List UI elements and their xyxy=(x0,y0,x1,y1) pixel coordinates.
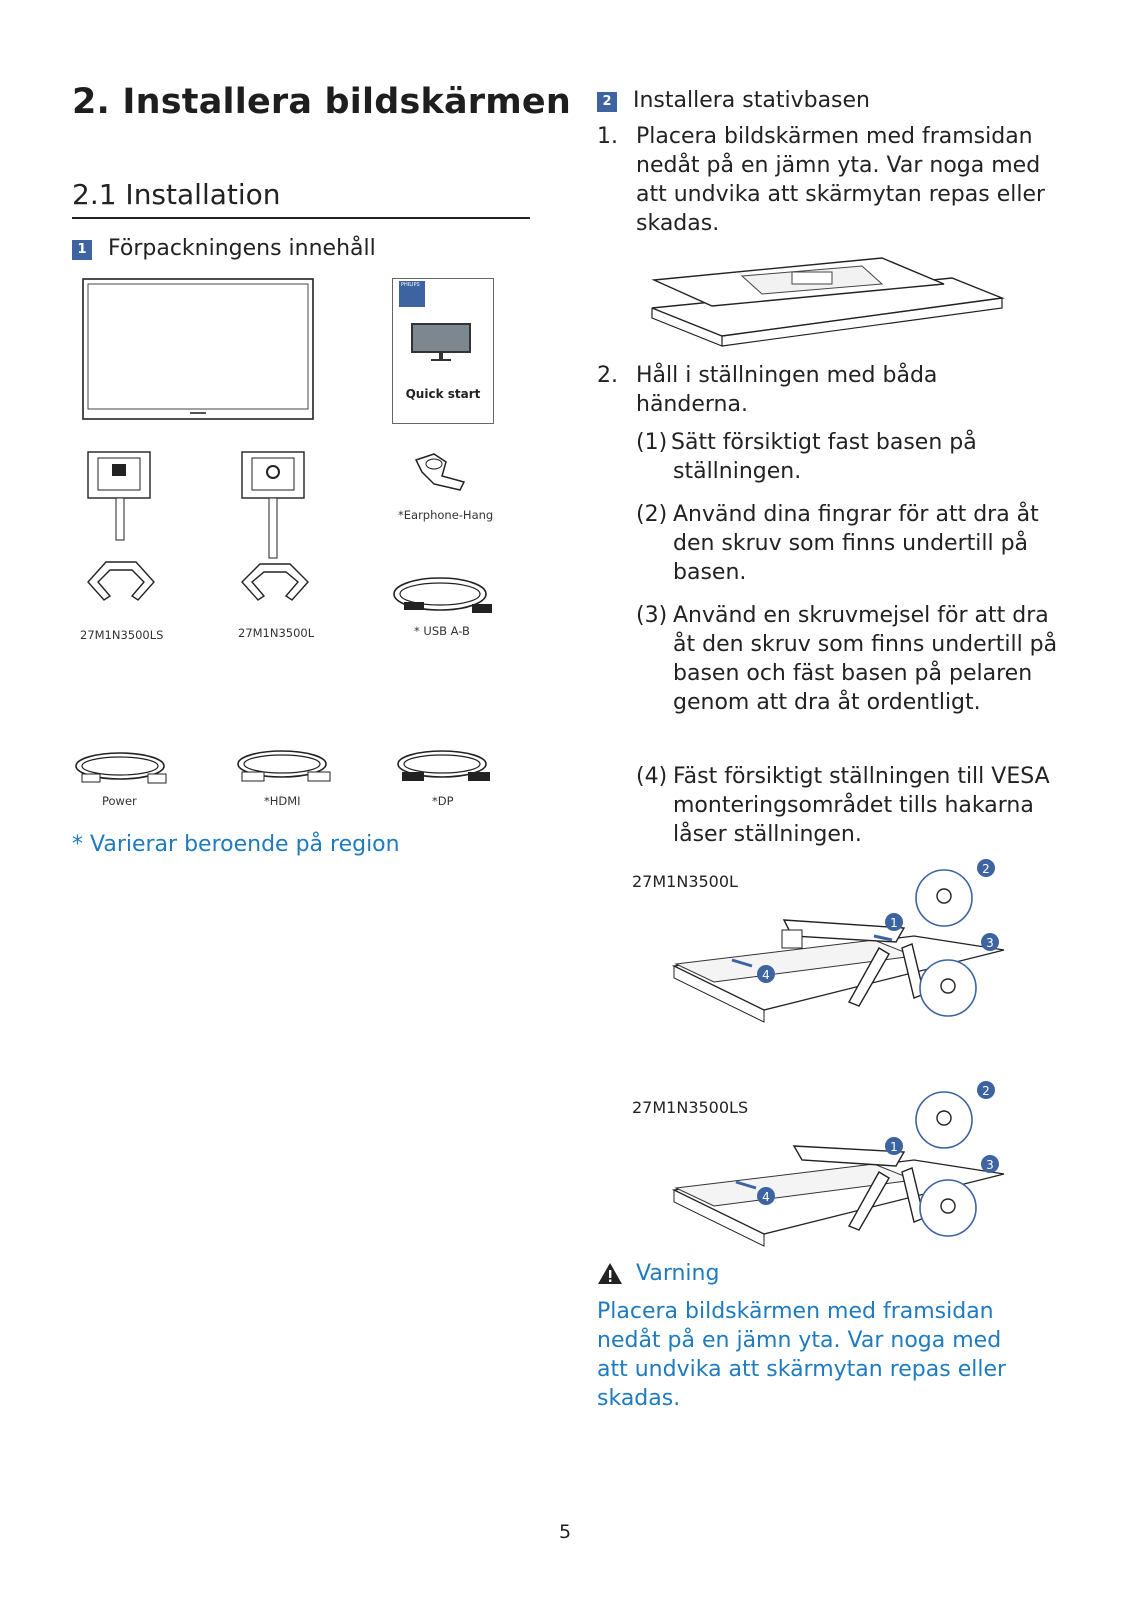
assembly-figure-27m1n3500ls: 2 1 3 4 xyxy=(671,1081,1005,1247)
section-divider xyxy=(72,217,530,219)
assembly-figure-27m1n3500l: 2 1 3 4 xyxy=(671,859,1005,1023)
usb-label: * USB A-B xyxy=(414,624,470,638)
step2-badge: 2 xyxy=(597,92,617,112)
step2-heading: 2 Installera stativbasen xyxy=(597,88,870,113)
dp-label: *DP xyxy=(432,794,454,808)
callout-2-ls: 2 xyxy=(982,1084,990,1098)
step1-title: Förpackningens innehåll xyxy=(108,236,376,261)
section-title: 2.1 Installation xyxy=(72,178,281,211)
callout-1-ls: 1 xyxy=(890,1140,898,1154)
callout-3: 3 xyxy=(986,936,994,950)
substep-1-text: Sätt försiktigt fast basen på ställninge… xyxy=(671,430,977,484)
model-l-label: 27M1N3500L xyxy=(238,626,315,640)
warning-text: Placera bildskärmen med framsidan nedåt … xyxy=(597,1299,1007,1411)
substep-2-text: Använd dina fingrar för att dra åt den s… xyxy=(673,502,1039,585)
substep-2-number: (2) xyxy=(636,502,668,527)
power-cable-illustration xyxy=(75,752,167,784)
substep-1-number: (1) xyxy=(636,430,668,455)
substep-3-text: Använd en skruvmejsel för att dra åt den… xyxy=(673,603,1058,715)
earphone-hanger-illustration xyxy=(414,453,466,491)
monitor-illustration xyxy=(82,278,314,420)
usb-cable-illustration xyxy=(393,577,492,613)
stand-27m1n3500ls-illustration xyxy=(87,451,155,601)
callout-3-ls: 3 xyxy=(986,1158,994,1172)
step1-badge: 1 xyxy=(72,240,92,260)
warning-triangle-icon xyxy=(597,1262,625,1288)
callout-4: 4 xyxy=(762,968,770,982)
power-label: Power xyxy=(102,794,137,808)
monitor-facedown-illustration xyxy=(651,257,1005,347)
figure-model-ls-label: 27M1N3500LS xyxy=(632,1098,749,1117)
brand-logo-text: PHILIPS xyxy=(401,282,420,288)
hdmi-label: *HDMI xyxy=(264,794,301,808)
substep-4-text: Fäst försiktigt ställningen till VESA mo… xyxy=(673,764,1050,847)
step1-heading: 1 Förpackningens innehåll xyxy=(72,236,376,261)
warning-title: Varning xyxy=(636,1261,720,1286)
figure-model-l-label: 27M1N3500L xyxy=(632,872,738,891)
instruction-1-number: 1. xyxy=(597,124,618,149)
callout-1: 1 xyxy=(890,916,898,930)
substep-3-number: (3) xyxy=(636,603,668,628)
callout-2: 2 xyxy=(982,862,990,876)
instruction-1-text: Placera bildskärmen med framsidan nedåt … xyxy=(636,124,1046,236)
quick-start-booklet: PHILIPS Quick start xyxy=(392,278,494,424)
stand-27m1n3500l-illustration xyxy=(241,451,309,601)
instruction-2-text: Håll i ställningen med båda händerna. xyxy=(636,363,938,417)
model-ls-label: 27M1N3500LS xyxy=(80,628,164,642)
quick-start-label: Quick start xyxy=(405,387,481,401)
earphone-label: *Earphone-Hang xyxy=(398,508,494,522)
step2-title: Installera stativbasen xyxy=(633,88,870,113)
substep-4-number: (4) xyxy=(636,764,668,789)
callout-4-ls: 4 xyxy=(762,1190,770,1204)
instruction-2-number: 2. xyxy=(597,363,618,388)
region-note: * Varierar beroende på region xyxy=(72,832,400,857)
page-number: 5 xyxy=(559,1521,572,1543)
dp-cable-illustration xyxy=(397,750,490,781)
hdmi-cable-illustration xyxy=(237,750,331,782)
chapter-title: 2. Installera bildskärmen xyxy=(72,82,571,122)
